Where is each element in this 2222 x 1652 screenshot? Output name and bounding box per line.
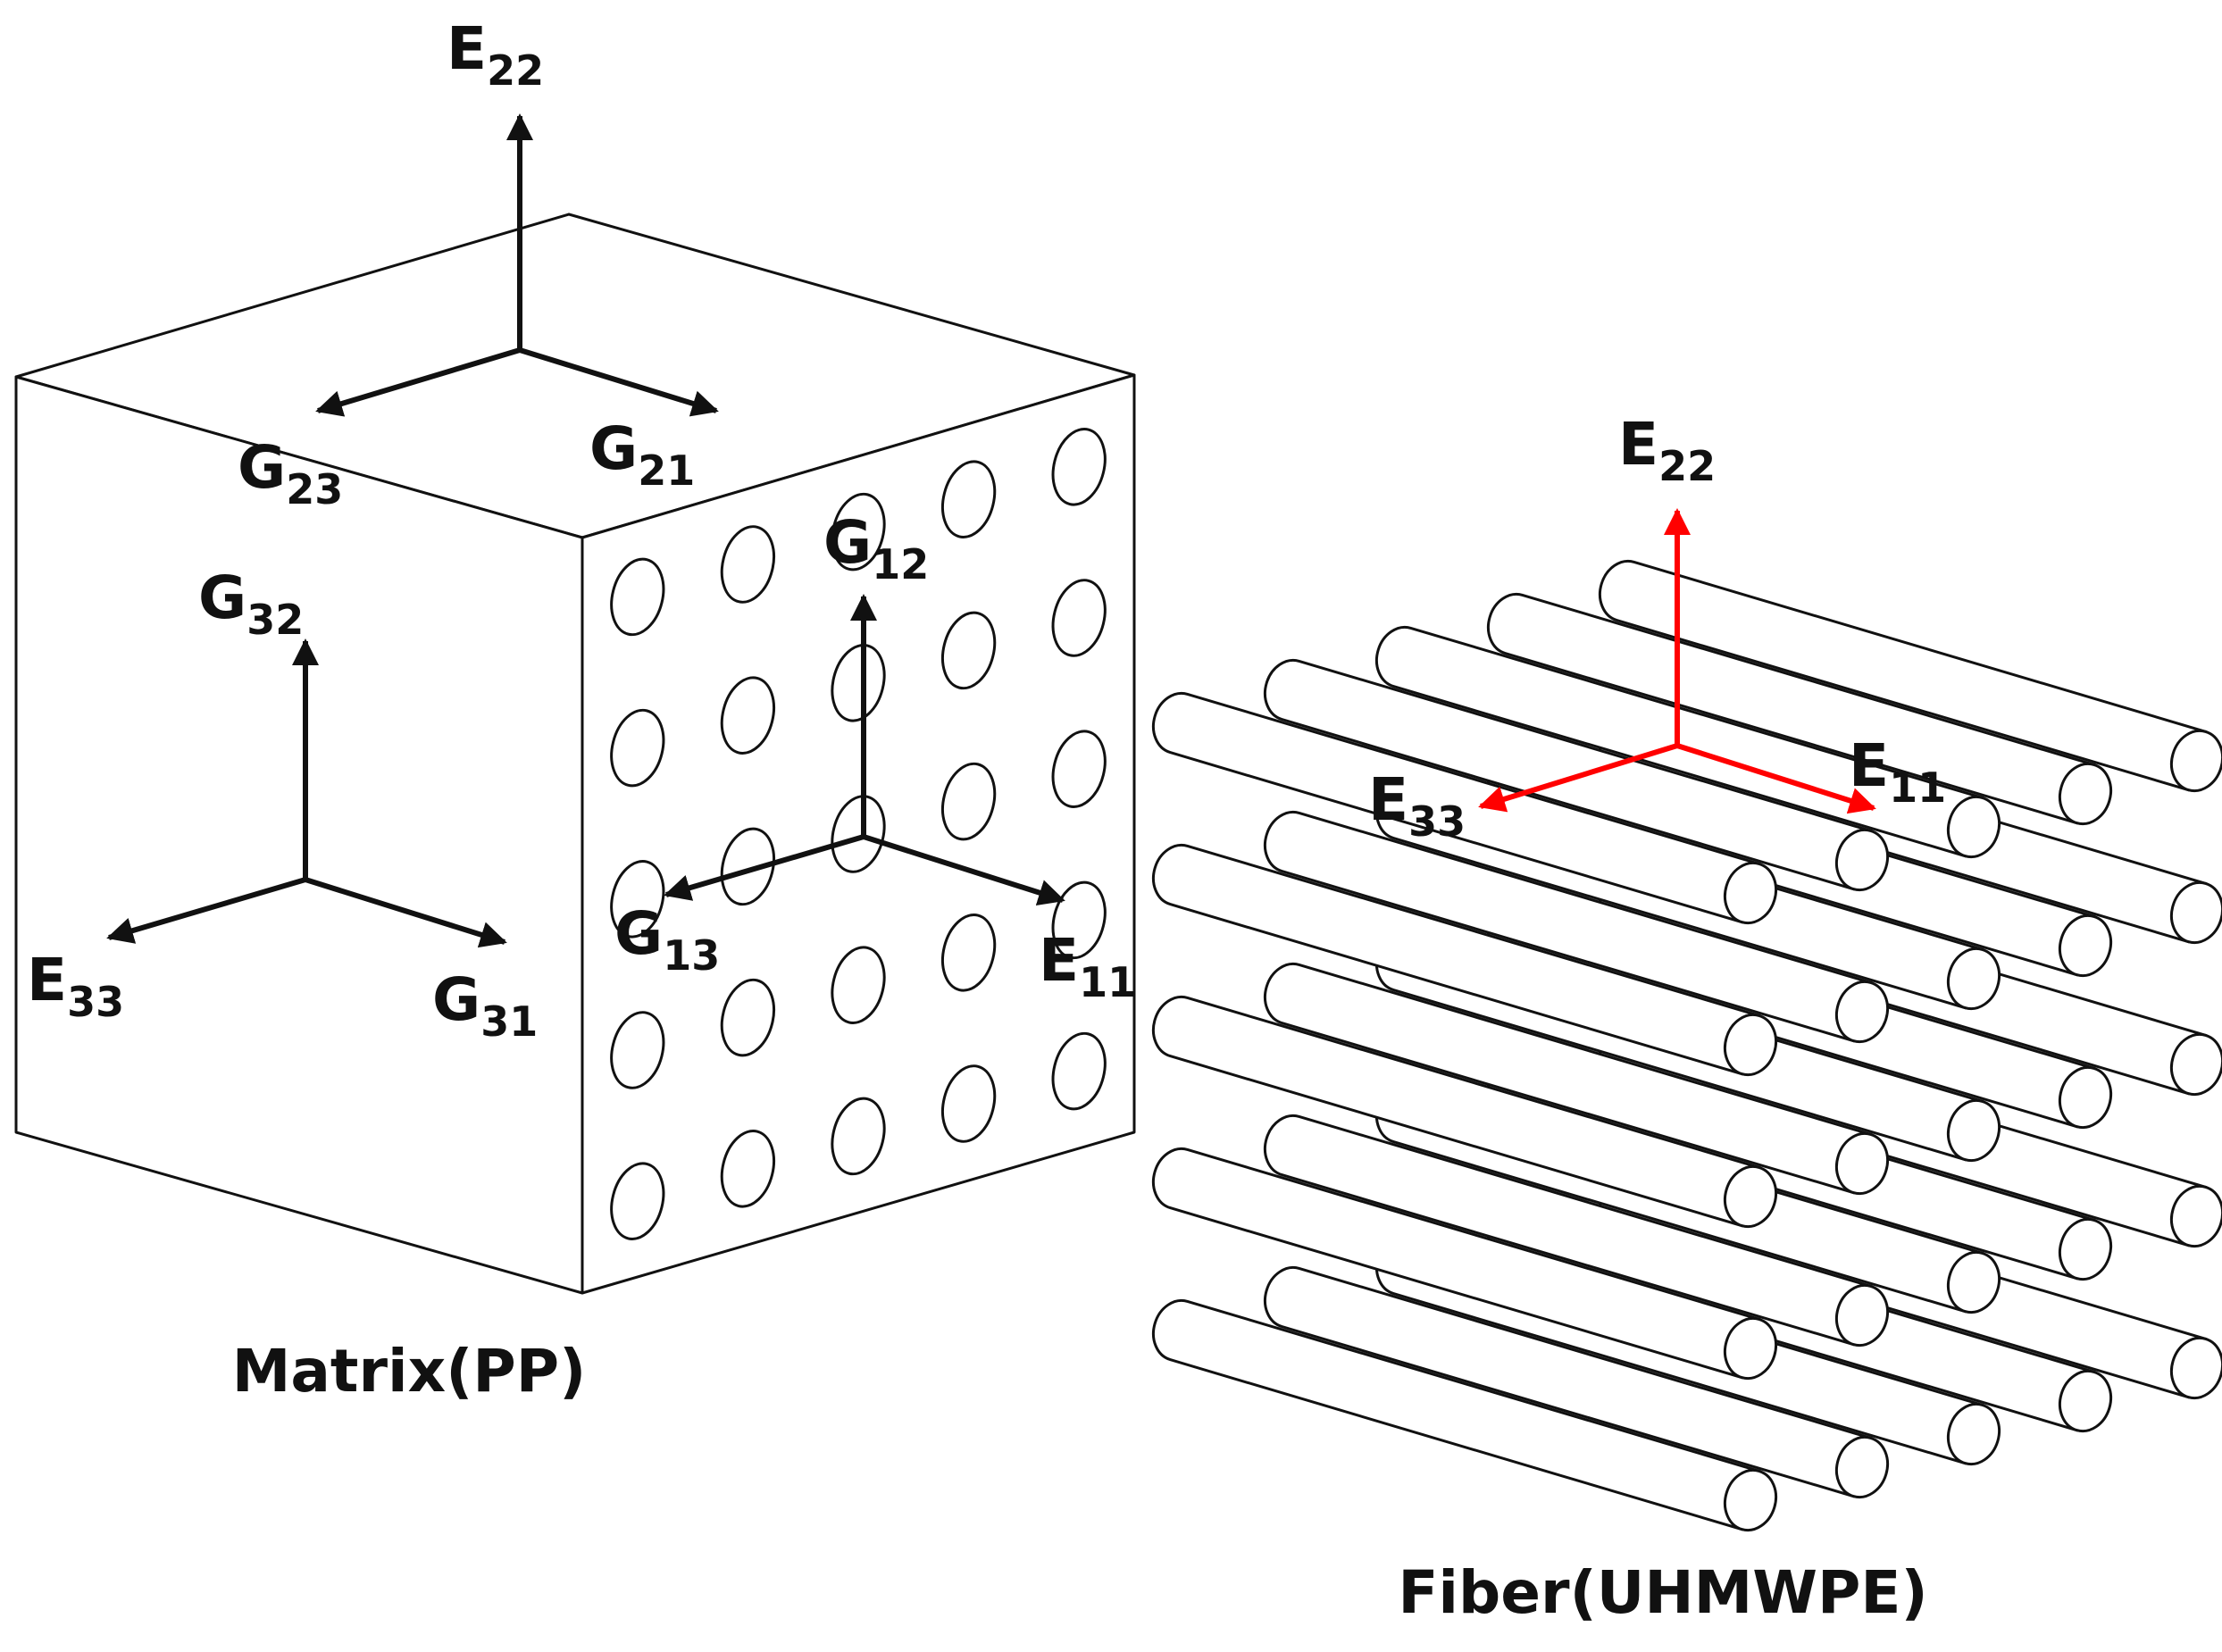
label-g13: G13 [614,899,720,980]
label-e33-matrix: E33 [27,946,124,1026]
matrix-right-axes [664,594,1065,906]
label-g12: G12 [823,508,929,588]
fiber-hole [610,860,665,939]
fiber-hole [610,1011,665,1089]
fiber-hole [720,827,775,906]
fiber-e11-arrow [1676,743,1876,814]
fiber-cylinder [1264,658,1890,892]
fiber-hole [831,644,886,722]
cube-left-face [14,375,584,1295]
fiber-hole [1051,428,1107,506]
label-e22-fiber: E22 [1618,410,1716,490]
fiber-hole [720,676,775,755]
matrix-top-axes [315,113,719,417]
fiber-hole [941,611,997,690]
fiber-cylinder [1152,691,1778,925]
fiber-hole [610,557,665,637]
label-e11-fiber: E11 [1849,731,1946,812]
fiber-hole [720,978,775,1057]
fiber-cylinder [1264,810,1890,1044]
g21-arrow [519,347,719,417]
fiber-cylinder [1152,995,1778,1229]
fiber-hole [720,525,775,604]
fiber-hole [941,1064,997,1143]
label-g31: G31 [432,965,538,1046]
fiber-hole [1051,730,1107,808]
label-g21: G21 [589,414,695,495]
matrix-caption: Matrix(PP) [232,1337,587,1406]
fiber-hole [831,1097,886,1176]
fiber-cylinder [1152,843,1778,1077]
label-e22-matrix: E22 [447,14,544,95]
fiber-hole [831,492,886,572]
e11-arrow [863,834,1065,906]
fiber-cylinder [1152,1298,1778,1532]
fiber-cylinder [1152,1147,1778,1381]
label-e33-fiber: E33 [1368,765,1466,846]
fiber-bundle [1152,559,2222,1532]
fiber-hole [610,1162,665,1240]
fiber-hole [831,946,886,1024]
fiber-hole [1051,579,1107,657]
fiber-hole [941,914,997,992]
fiber-hole [1051,1031,1107,1111]
label-g23: G23 [238,433,343,513]
fiber-hole [1051,880,1107,960]
g31-arrow [305,877,507,948]
matrix-left-axes [106,638,507,948]
g13-arrow [664,834,865,901]
fiber-hole [941,460,997,538]
fiber-caption: Fiber(UHMWPE) [1398,1558,1927,1627]
fiber-cylinder [1264,962,1890,1196]
e33-arrow [106,877,306,944]
matrix-cube [14,213,1136,1295]
fiber-hole [941,762,997,841]
fiber-e33-arrow [1478,743,1678,813]
fiber-hole [720,1130,775,1208]
fiber-cylinder [1487,592,2113,826]
fiber-cylinder [1599,559,2222,793]
label-g32: G32 [198,563,304,644]
cube-fiber-holes [610,428,1107,1240]
label-e11-matrix: E11 [1039,926,1136,1006]
g23-arrow [315,347,521,417]
fiber-hole [610,708,665,788]
fiber-axes [1478,508,1876,814]
fiber-cylinder [1264,1114,1890,1347]
fiber-cylinder [1264,1265,1890,1499]
